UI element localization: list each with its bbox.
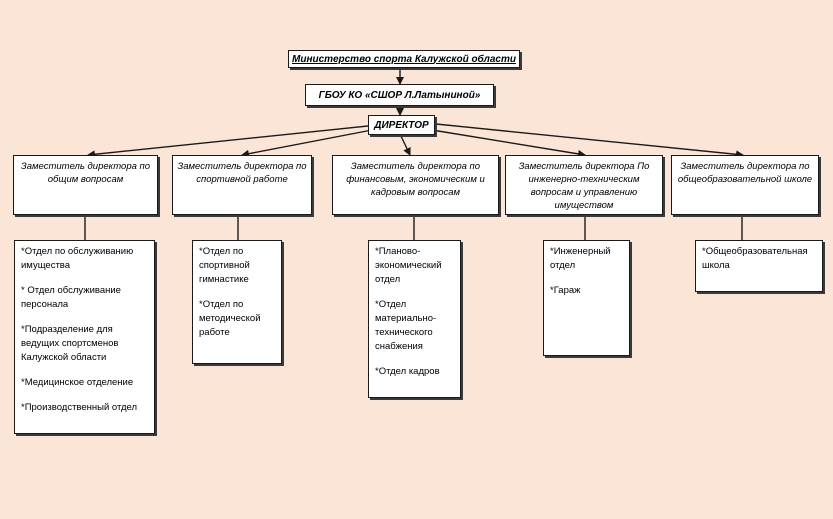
unit-item: *Отдел материально-технического снабжени… [375, 299, 437, 352]
units-engineering-box: *Инженерный отдел *Гараж [543, 240, 630, 356]
unit-item: *Отдел кадров [375, 366, 440, 377]
arrow-director-to-deputy-4 [431, 129, 586, 158]
unit-item: *Отдел по спортивной гимнастике [199, 246, 250, 285]
unit-item: *Производственный отдел [21, 402, 138, 413]
arrow-director-to-deputy-2 [241, 129, 373, 158]
unit-item: *Отдел по методической работе [199, 299, 261, 338]
units-general-box: *Отдел по обслуживанию имущества * Отдел… [14, 240, 155, 434]
arrow-director-to-deputy-1 [87, 125, 369, 159]
school-box: ГБОУ КО «СШОР Л.Латыниной» [305, 84, 494, 106]
unit-item: *Подразделение для ведущих спортсменов К… [21, 324, 119, 363]
director-box: ДИРЕКТОР [368, 115, 435, 135]
unit-item: *Гараж [550, 285, 581, 296]
deputy-sport-label: Заместитель директора по спортивной рабо… [177, 161, 307, 185]
unit-item: *Инженерный отдел [550, 246, 611, 271]
deputy-engineering-box: Заместитель директора По инженерно-техни… [505, 155, 663, 215]
deputy-engineering-label: Заместитель директора По инженерно-техни… [518, 161, 650, 211]
unit-item: *Общеобразовательная школа [702, 246, 808, 271]
unit-item: *Планово-экономический отдел [375, 246, 442, 285]
unit-item: *Отдел по обслуживанию имущества [21, 246, 134, 271]
director-label: ДИРЕКТОР [374, 119, 429, 131]
deputy-sport-box: Заместитель директора по спортивной рабо… [172, 155, 312, 215]
unit-item: *Медицинское отделение [21, 377, 134, 388]
arrow-director-to-deputy-3 [399, 133, 411, 156]
ministry-label: Министерство спорта Калужской области [292, 53, 516, 65]
deputy-finance-label: Заместитель директора по финансовым, эко… [346, 161, 485, 198]
deputy-general-box: Заместитель директора по общим вопросам [13, 155, 158, 215]
units-finance-box: *Планово-экономический отдел *Отдел мате… [368, 240, 461, 398]
arrow-director-to-deputy-5 [435, 123, 744, 159]
units-sport-box: *Отдел по спортивной гимнастике *Отдел п… [192, 240, 282, 364]
units-school-box: *Общеобразовательная школа [695, 240, 823, 292]
ministry-box: Министерство спорта Калужской области [288, 50, 520, 68]
deputy-school-box: Заместитель директора по общеобразовател… [671, 155, 819, 215]
deputy-finance-box: Заместитель директора по финансовым, эко… [332, 155, 499, 215]
unit-item: * Отдел обслуживание персонала [21, 285, 121, 310]
deputy-school-label: Заместитель директора по общеобразовател… [677, 161, 813, 185]
school-label: ГБОУ КО «СШОР Л.Латыниной» [318, 89, 481, 101]
deputy-general-label: Заместитель директора по общим вопросам [20, 161, 151, 185]
